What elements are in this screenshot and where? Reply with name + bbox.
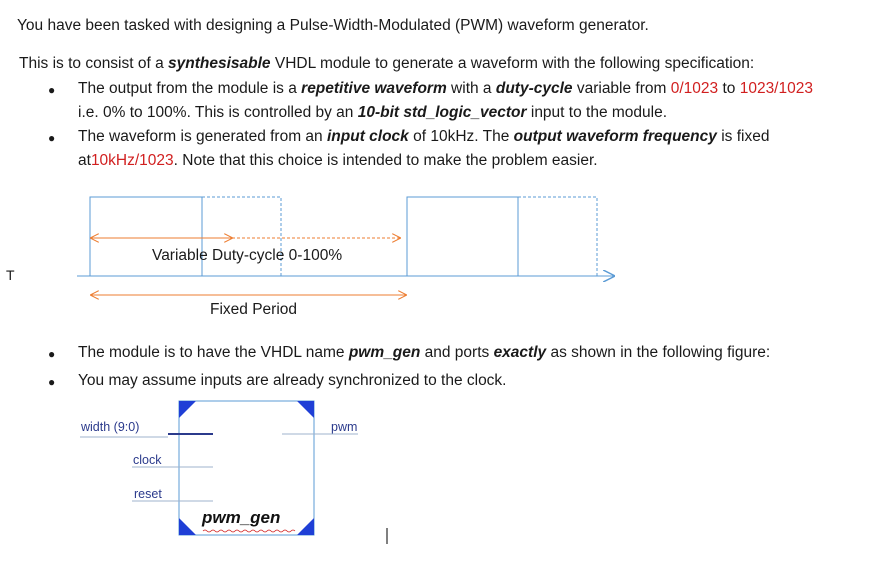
spec-text: This is to consist of a synthesisable VH… (19, 54, 754, 74)
b2-r1: 10kHz/1023 (90, 152, 174, 169)
bullet2-line1: The waveform is generated from an input … (78, 127, 769, 147)
spec-pre: This is to consist of a (19, 55, 169, 72)
block-border (178, 400, 315, 536)
corner-br (297, 518, 314, 535)
port-clock-label: clock (133, 453, 162, 467)
b3-t2: and ports (420, 344, 494, 361)
bullet4-line: You may assume inputs are already synchr… (78, 372, 507, 389)
b1-l2b: input to the module. (526, 104, 668, 121)
b3-t3: as shown in the following figure: (546, 344, 771, 361)
spec-post: VHDL module to generate a waveform with … (270, 55, 755, 72)
spell-squiggle (202, 529, 296, 533)
b2-t1: The waveform is generated from an (78, 128, 327, 145)
b1-r2: 1023/1023 (739, 80, 813, 97)
axis-t-label: T (6, 267, 15, 283)
bullet-dot: ● (48, 347, 56, 361)
b1-b3: 10-bit std_logic_vector (357, 104, 527, 121)
corner-bl (179, 518, 196, 535)
port-width-label: width (9:0) (81, 420, 140, 434)
bullet2-line2: at10kHz/1023. Note that this choice is i… (78, 151, 598, 171)
b1-t3: variable from (572, 80, 671, 97)
bullet1-line2: i.e. 0% to 100%. This is controlled by a… (78, 103, 667, 123)
b3-t1: The module is to have the VHDL name (78, 344, 349, 361)
b3-b2: exactly (493, 344, 547, 361)
b1-t4: to (718, 80, 740, 97)
intro-text: You have been tasked with designing a Pu… (17, 17, 649, 34)
port-reset-label: reset (134, 487, 162, 501)
bullet-dot: ● (48, 83, 56, 97)
b2-t2: of 10kHz. The (408, 128, 514, 145)
fixed-period-label: Fixed Period (210, 301, 298, 318)
port-pwm-label: pwm (331, 420, 358, 434)
b2-l2b: . Note that this choice is intended to m… (173, 152, 598, 169)
b1-b2: duty-cycle (495, 80, 573, 97)
block-name: pwm_gen (202, 508, 281, 527)
b3-b1: pwm_gen (348, 344, 421, 361)
b2-l2a: at (78, 152, 91, 169)
bullet3-line: The module is to have the VHDL name pwm_… (78, 343, 770, 363)
b1-r1: 0/1023 (670, 80, 719, 97)
pulse-2 (406, 196, 519, 276)
bullet1-line1: The output from the module is a repetiti… (78, 79, 813, 99)
b2-t3: is fixed (716, 128, 770, 145)
b1-b1: repetitive waveform (301, 80, 447, 97)
pulse-1-variable (202, 196, 282, 276)
variable-duty-label: Variable Duty-cycle 0-100% (152, 247, 343, 264)
corner-tr (297, 401, 314, 418)
b1-t2: with a (446, 80, 496, 97)
b1-t1: The output from the module is a (78, 80, 302, 97)
b2-b1: input clock (326, 128, 409, 145)
corner-tl (179, 401, 196, 418)
spec-bold: synthesisable (168, 55, 271, 72)
pulse-2-variable (518, 196, 598, 276)
bullet-dot: ● (48, 375, 56, 389)
b2-b2: output waveform frequency (513, 128, 717, 145)
bullet-dot: ● (48, 131, 56, 145)
b1-l2a: i.e. 0% to 100%. This is controlled by a… (78, 104, 358, 121)
